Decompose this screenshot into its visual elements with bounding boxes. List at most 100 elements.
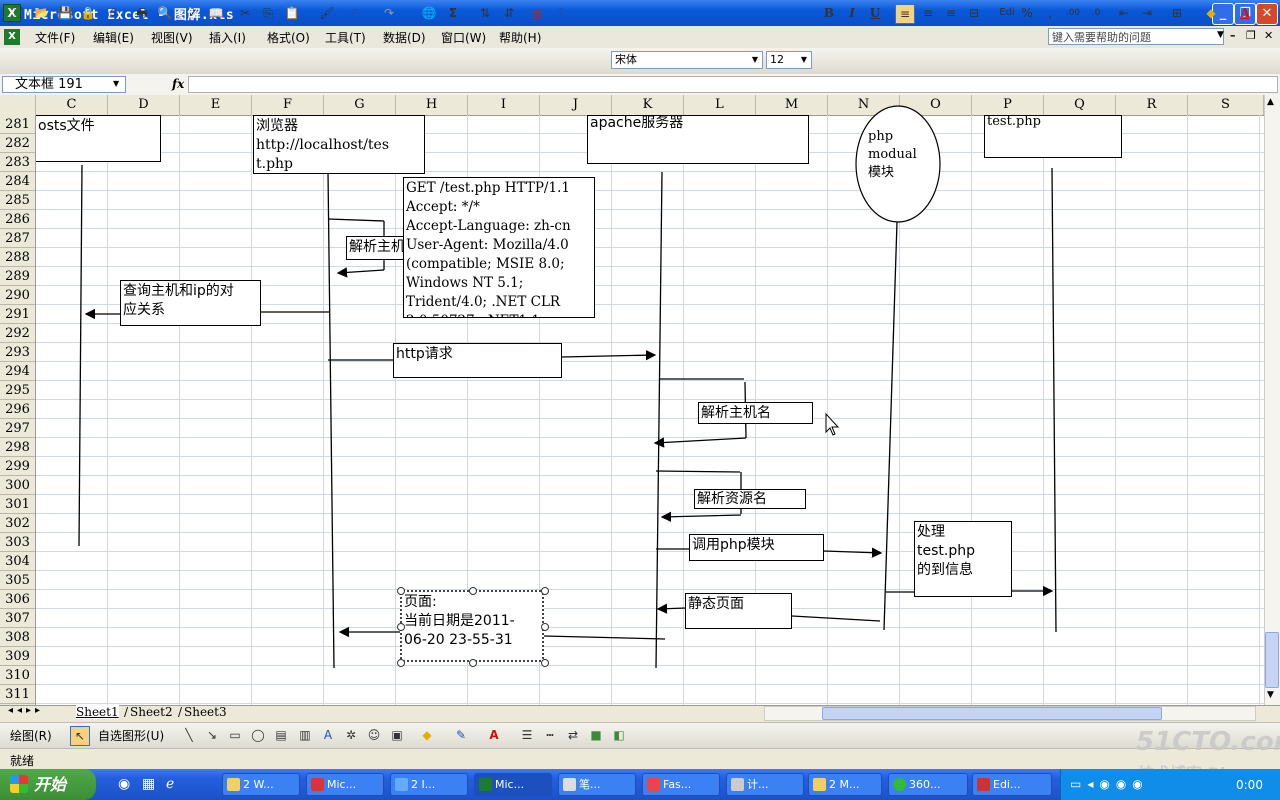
row-header[interactable]: 287 <box>0 229 35 248</box>
parse-host-box[interactable]: 解析主机 <box>346 236 404 260</box>
column-header[interactable]: L <box>684 95 756 115</box>
open-icon[interactable]: 📂 <box>34 6 50 20</box>
row-header[interactable]: 304 <box>0 552 35 571</box>
doc-restore-button[interactable]: ❐ <box>1246 29 1256 42</box>
row-header[interactable]: 285 <box>0 191 35 210</box>
print-icon[interactable]: ⎙ <box>108 6 118 20</box>
autoshapes-menu-button[interactable]: 自选图形(U) <box>98 729 165 743</box>
taskbar-item-active[interactable]: Mic... <box>474 773 552 796</box>
scroll-up-icon[interactable]: ▲ <box>1267 97 1274 107</box>
row-header[interactable]: 297 <box>0 419 35 438</box>
resize-handle[interactable] <box>397 623 405 631</box>
cell-grid[interactable] <box>36 115 1264 705</box>
horizontal-scroll-thumb[interactable] <box>822 707 1162 720</box>
percent-icon[interactable]: % <box>1021 6 1033 20</box>
column-header[interactable]: F <box>252 95 324 115</box>
row-header[interactable]: 311 <box>0 685 35 704</box>
column-header[interactable]: Q <box>1044 95 1116 115</box>
fill-color-icon[interactable]: ◆ <box>1206 6 1216 20</box>
fill-color-icon[interactable]: ◆ <box>422 728 432 742</box>
menu-tools[interactable]: 工具(T) <box>325 31 366 45</box>
maximize-button[interactable]: ❐ <box>1234 3 1256 25</box>
align-left-icon[interactable]: ≡ <box>895 4 915 24</box>
dash-style-icon[interactable]: ┅ <box>546 728 554 742</box>
row-header[interactable]: 307 <box>0 609 35 628</box>
column-header[interactable]: J <box>540 95 612 115</box>
column-header[interactable]: O <box>900 95 972 115</box>
font-size-select[interactable]: 12▼ <box>766 51 812 69</box>
font-color-icon[interactable]: A <box>489 728 499 742</box>
format-painter-icon[interactable]: 🖌 <box>319 6 335 20</box>
row-header[interactable]: 310 <box>0 666 35 685</box>
static-page-box[interactable]: 静态页面 <box>685 593 792 629</box>
hosts-file-box[interactable]: osts文件 <box>36 115 161 162</box>
select-objects-icon[interactable]: ↖ <box>70 726 90 746</box>
workbook-icon[interactable]: X <box>4 29 20 45</box>
row-header[interactable]: 292 <box>0 324 35 343</box>
fx-icon[interactable]: fx <box>172 77 185 91</box>
call-php-module-box[interactable]: 调用php模块 <box>689 534 824 561</box>
resize-handle[interactable] <box>469 659 477 667</box>
row-header[interactable]: 305 <box>0 571 35 590</box>
row-header[interactable]: 281 <box>0 115 35 134</box>
menu-insert[interactable]: 插入(I) <box>209 31 246 45</box>
column-header[interactable]: R <box>1116 95 1188 115</box>
scroll-down-icon[interactable]: ▼ <box>1267 690 1274 700</box>
taskbar-item[interactable]: 笔... <box>558 773 636 796</box>
taskbar-item[interactable]: 360... <box>888 773 968 796</box>
row-header[interactable]: 309 <box>0 647 35 666</box>
clipart-icon[interactable]: ☺ <box>367 728 381 742</box>
quicklaunch-icon[interactable]: ◉ <box>118 776 131 792</box>
taskbar-item[interactable]: 2 M... <box>808 773 882 796</box>
sheet-tab-sheet3[interactable]: Sheet3 <box>184 705 227 719</box>
permission-icon[interactable]: 🔒 <box>80 6 96 20</box>
decrease-decimal-icon[interactable]: .0 <box>1091 8 1101 18</box>
row-header[interactable]: 291 <box>0 305 35 324</box>
row-header[interactable]: 286 <box>0 210 35 229</box>
cut-icon[interactable]: ✂ <box>239 6 251 20</box>
select-all-corner[interactable] <box>0 95 36 115</box>
menu-format[interactable]: 格式(O) <box>267 31 310 45</box>
increase-indent-icon[interactable]: ⇥ <box>1141 6 1153 20</box>
minimize-button[interactable]: _ <box>1212 3 1234 25</box>
row-header[interactable]: 308 <box>0 628 35 647</box>
shadow-style-icon[interactable]: ■ <box>590 728 602 742</box>
row-header[interactable]: 288 <box>0 248 35 267</box>
italic-button[interactable]: I <box>849 6 855 20</box>
php-module-label[interactable]: php modual 模块 <box>868 129 917 180</box>
print-preview-icon[interactable]: 🖶 <box>136 6 148 20</box>
row-header[interactable]: 296 <box>0 400 35 419</box>
resize-handle[interactable] <box>469 587 477 595</box>
sheet-tab-sheet2[interactable]: Sheet2 <box>130 705 173 719</box>
browser-box[interactable]: 浏览器 http://localhost/tes t.php <box>253 115 425 174</box>
hyperlink-icon[interactable]: 🌐 <box>421 6 437 20</box>
copy-icon[interactable]: ⎘ <box>263 6 273 20</box>
tab-scroll-arrows[interactable]: ◂◂▸▸ <box>8 705 45 716</box>
row-header[interactable]: 306 <box>0 590 35 609</box>
quicklaunch-icon[interactable]: ▦ <box>142 776 156 792</box>
row-header[interactable]: 303 <box>0 533 35 552</box>
http-request-box[interactable]: http请求 <box>393 343 562 378</box>
line-color-icon[interactable]: ✎ <box>455 728 467 742</box>
sort-descending-icon[interactable]: ⇵ <box>503 6 515 20</box>
redo-icon[interactable]: ↷ <box>383 6 395 20</box>
column-header[interactable]: N <box>828 95 900 115</box>
menu-help[interactable]: 帮助(H) <box>499 31 542 45</box>
vertical-scroll-thumb[interactable] <box>1265 632 1279 688</box>
vertical-scrollbar[interactable] <box>1264 95 1280 705</box>
parse-resource-box[interactable]: 解析资源名 <box>694 489 806 509</box>
undo-icon[interactable]: ↶ <box>349 6 361 20</box>
page-result-textbox[interactable]: 页面: 当前日期是2011- 06-20 23-55-31 <box>400 590 544 662</box>
taskbar-item[interactable]: 2 I... <box>390 773 468 796</box>
wordart-icon[interactable]: A <box>323 728 333 742</box>
resize-handle[interactable] <box>541 659 549 667</box>
row-header[interactable]: 283 <box>0 153 35 172</box>
name-box[interactable]: 文本框 191 <box>2 76 126 93</box>
resize-handle[interactable] <box>541 587 549 595</box>
row-header[interactable]: 293 <box>0 343 35 362</box>
excel-app-icon[interactable]: X <box>3 4 21 22</box>
taskbar-item[interactable]: Mic... <box>306 773 384 796</box>
row-header[interactable]: 295 <box>0 381 35 400</box>
borders-icon[interactable]: ⊞ <box>1171 6 1183 20</box>
help-dropdown-icon[interactable]: ▼ <box>1217 30 1224 40</box>
